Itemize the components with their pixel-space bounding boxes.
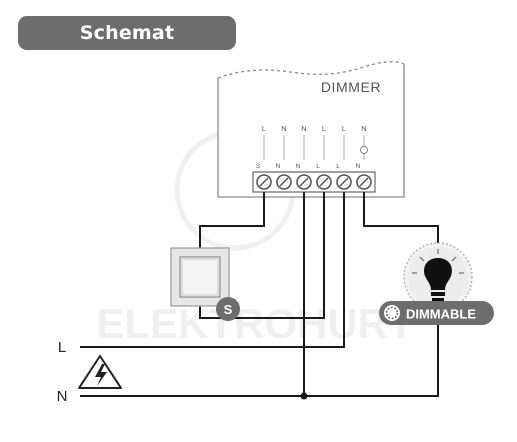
terminal-screw-slot [279,177,289,187]
terminal-screw-slot [359,177,369,187]
terminal-top-label: L [322,124,326,133]
dimmable-badge: DIMMABLE [379,301,494,325]
wire-switch-output [199,192,265,248]
neutral-line-label: N [57,388,68,405]
dimmer-module: DIMMER L N N L L N S N N L L N [217,61,405,198]
watermark: ELEKTROHURT [96,129,414,347]
terminal-top-label: N [301,124,306,133]
terminal-top-label: L [342,124,346,133]
wire-live [80,192,345,348]
terminal-top-label: L [262,124,266,133]
live-line-label: L [58,339,66,356]
switch-badge: S [216,297,240,321]
wires [80,192,439,397]
terminal-bottom-label: L [316,163,320,170]
diagram-title: Schemat podłączenia [18,16,236,78]
svg-text:S: S [224,302,233,317]
terminal-screw-slot [319,177,329,187]
terminal-screw-slot [299,177,309,187]
terminal-bottom-label: N [296,163,301,170]
terminal-screw-slot [259,177,269,187]
lamp-bulb-icon [403,242,473,312]
terminal-top-label: N [361,124,366,133]
neutral-junction [300,392,308,400]
switch-icon [170,247,230,307]
terminal-bottom-label: N [276,163,281,170]
terminal-screw-slot [339,177,349,187]
terminal-top-label: N [281,124,286,133]
terminal-bottom-label: S [256,163,261,170]
device-name: DIMMER [321,79,381,95]
watermark-text: ELEKTROHURT [96,300,414,347]
terminal-bottom-label: N [356,163,361,170]
dimmable-icon [384,305,400,321]
load-symbol-icon [360,146,368,154]
terminal-bottom-label: L [336,163,340,170]
svg-text:DIMMABLE: DIMMABLE [406,307,476,322]
high-voltage-warning-icon [78,355,122,389]
wire-neutral-lamp [80,312,439,397]
wire-switch-live [199,192,325,319]
wire-load [363,192,439,258]
